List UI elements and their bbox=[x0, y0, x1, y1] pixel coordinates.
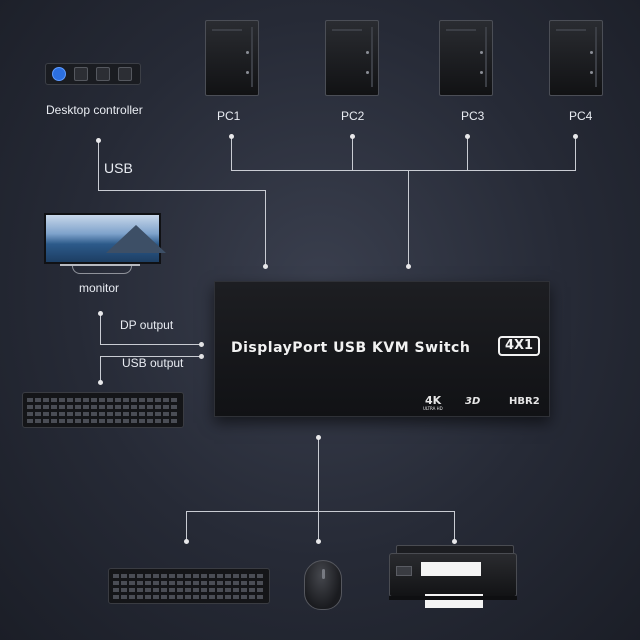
printer-paper bbox=[421, 562, 481, 576]
controller-key-3 bbox=[96, 67, 110, 81]
controller-key-1 bbox=[52, 67, 66, 81]
desktop-controller-label: Desktop controller bbox=[46, 103, 143, 117]
connector-dot bbox=[199, 342, 204, 347]
desktop-controller-icon bbox=[45, 63, 141, 85]
pc2-label: PC2 bbox=[341, 109, 365, 123]
feature-3d: 3D bbox=[465, 396, 481, 407]
connector-dot bbox=[465, 134, 470, 139]
connector-line bbox=[100, 313, 101, 344]
connector-line bbox=[408, 170, 409, 266]
usb-output-label: USB output bbox=[122, 356, 184, 370]
printer-panel bbox=[396, 566, 412, 576]
connector-dot bbox=[199, 354, 204, 359]
feature-4k-sub: ULTRA HD bbox=[423, 406, 443, 411]
connector-line bbox=[352, 136, 353, 170]
connector-line bbox=[318, 511, 319, 542]
feature-hbr2: HBR2 bbox=[509, 396, 540, 407]
pc3-label: PC3 bbox=[461, 109, 485, 123]
connector-line bbox=[98, 140, 99, 190]
controller-key-2 bbox=[74, 67, 88, 81]
usb-label: USB bbox=[104, 160, 133, 176]
connector-line bbox=[100, 356, 101, 383]
connector-line bbox=[265, 190, 266, 266]
monitor-icon bbox=[44, 213, 166, 264]
printer-base bbox=[389, 596, 517, 600]
pc4-label: PC4 bbox=[569, 109, 593, 123]
connector-dot bbox=[406, 264, 411, 269]
kvm-badge: 4X1 bbox=[498, 336, 540, 356]
connector-dot bbox=[98, 311, 103, 316]
pc-tower-icon bbox=[205, 20, 259, 96]
pc-tower-icon bbox=[325, 20, 379, 96]
connector-line bbox=[186, 511, 454, 512]
connector-dot bbox=[316, 435, 321, 440]
connector-line bbox=[467, 136, 468, 170]
connector-line bbox=[100, 356, 201, 357]
connector-dot bbox=[229, 134, 234, 139]
connector-line bbox=[454, 511, 455, 542]
connector-dot bbox=[184, 539, 189, 544]
connector-line bbox=[100, 344, 201, 345]
pc-tower-icon bbox=[549, 20, 603, 96]
monitor-base bbox=[60, 264, 140, 266]
connector-dot bbox=[263, 264, 268, 269]
connector-line bbox=[98, 190, 265, 191]
monitor-stand bbox=[72, 266, 132, 274]
pc-tower-icon bbox=[439, 20, 493, 96]
controller-key-4 bbox=[118, 67, 132, 81]
connector-dot bbox=[350, 134, 355, 139]
monitor-label: monitor bbox=[79, 281, 120, 295]
connector-dot bbox=[452, 539, 457, 544]
connector-line bbox=[318, 437, 319, 511]
keyboard-icon bbox=[22, 392, 184, 428]
connector-line bbox=[231, 170, 576, 171]
feature-4k: 4K bbox=[425, 394, 442, 407]
kvm-switch-device: DisplayPort USB KVM Switch 4X1 4K ULTRA … bbox=[214, 281, 550, 417]
connector-line bbox=[186, 511, 187, 542]
keyboard-icon bbox=[108, 568, 270, 604]
connector-dot bbox=[96, 138, 101, 143]
connector-line bbox=[231, 136, 232, 170]
dp-output-label: DP output bbox=[120, 318, 174, 332]
mouse-icon bbox=[304, 560, 342, 610]
connector-dot bbox=[316, 539, 321, 544]
pc1-label: PC1 bbox=[217, 109, 241, 123]
kvm-title: DisplayPort USB KVM Switch bbox=[231, 340, 471, 356]
connector-dot bbox=[98, 380, 103, 385]
connector-line bbox=[575, 136, 576, 170]
connector-dot bbox=[573, 134, 578, 139]
